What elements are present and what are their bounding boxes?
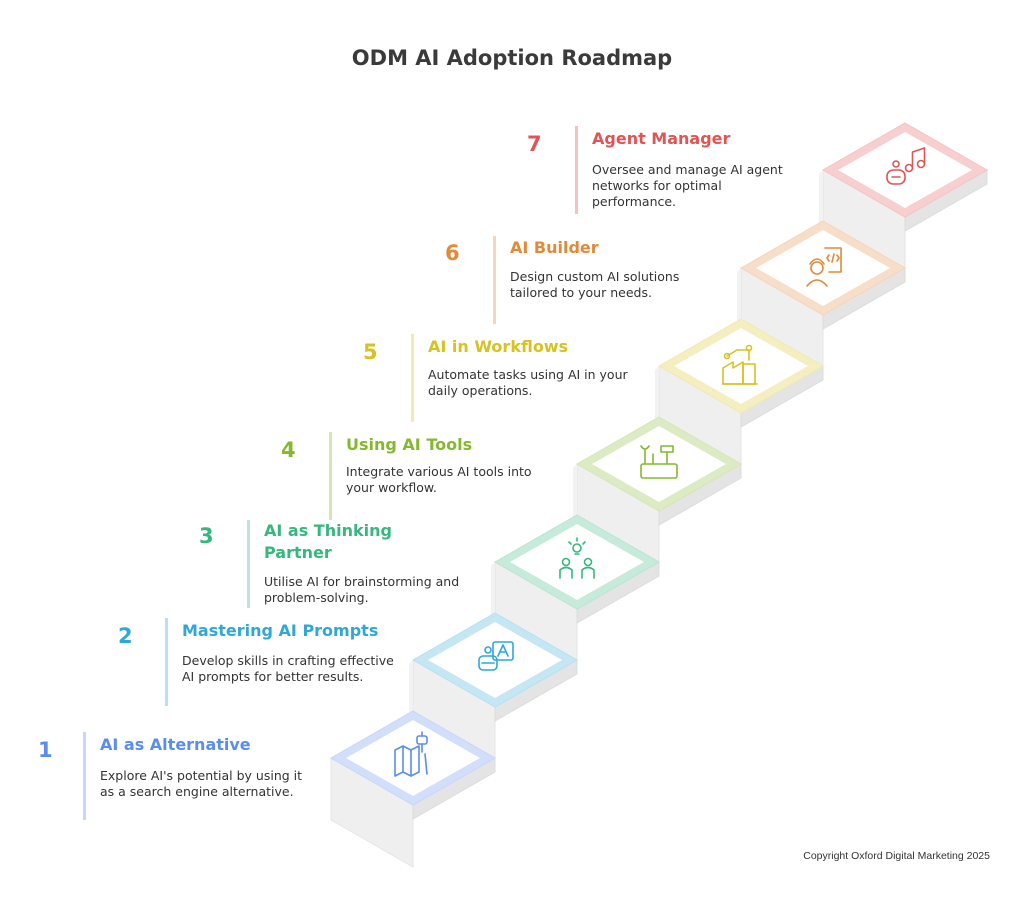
step-description: Develop skills in crafting effective AI …: [182, 653, 394, 684]
robot-chat-icon: [478, 641, 514, 671]
page-title: ODM AI Adoption Roadmap: [351, 46, 673, 70]
factory-robot-arm-icon: [722, 344, 758, 385]
step-tread-5: [657, 318, 825, 414]
stair-risers: [330, 169, 988, 868]
step-divider: [329, 432, 332, 520]
step-description: Utilise AI for brainstorming and problem…: [264, 574, 460, 605]
people-idea-icon: [559, 537, 595, 579]
step-divider: [247, 520, 250, 608]
step-title: Agent Manager: [592, 129, 731, 148]
step-description: Oversee and manage AI agent networks for…: [592, 162, 783, 209]
step-divider: [575, 126, 578, 214]
step-number: 3: [199, 524, 214, 548]
step-tread-3: [493, 514, 661, 610]
step-divider: [165, 618, 168, 706]
step-tread-1: [329, 710, 497, 806]
step-number: 5: [363, 340, 378, 364]
step-divider: [493, 236, 496, 324]
developer-icon: [806, 247, 842, 287]
step-description: Integrate various AI tools into your wor…: [346, 464, 532, 495]
step-title: Using AI Tools: [346, 435, 473, 454]
step-tread-7: [821, 122, 989, 218]
step-number: 1: [38, 738, 53, 762]
step-title: AI as Alternative: [100, 735, 251, 754]
step-divider: [411, 334, 414, 422]
toolbox-icon: [640, 445, 678, 479]
step-number: 6: [445, 241, 460, 265]
stair-treads: [329, 122, 989, 806]
step-number: 2: [118, 624, 133, 648]
robot-music-icon: [886, 147, 926, 185]
stair-icons: [394, 147, 926, 777]
step-divider: [83, 732, 86, 820]
step-description: Design custom AI solutions tailored to y…: [510, 269, 680, 300]
step-description: Automate tasks using AI in your daily op…: [428, 367, 628, 398]
map-robot-icon: [394, 731, 428, 777]
step-title: Mastering AI Prompts: [182, 621, 379, 640]
step-number: 7: [527, 132, 542, 156]
step-title: AI in Workflows: [428, 337, 569, 356]
copyright-text: Copyright Oxford Digital Marketing 2025: [803, 850, 990, 862]
step-number: 4: [281, 438, 296, 462]
step-title: AI Builder: [510, 238, 599, 257]
step-description: Explore AI's potential by using it as a …: [100, 768, 303, 799]
step-title: AI as Thinking Partner: [264, 521, 392, 562]
